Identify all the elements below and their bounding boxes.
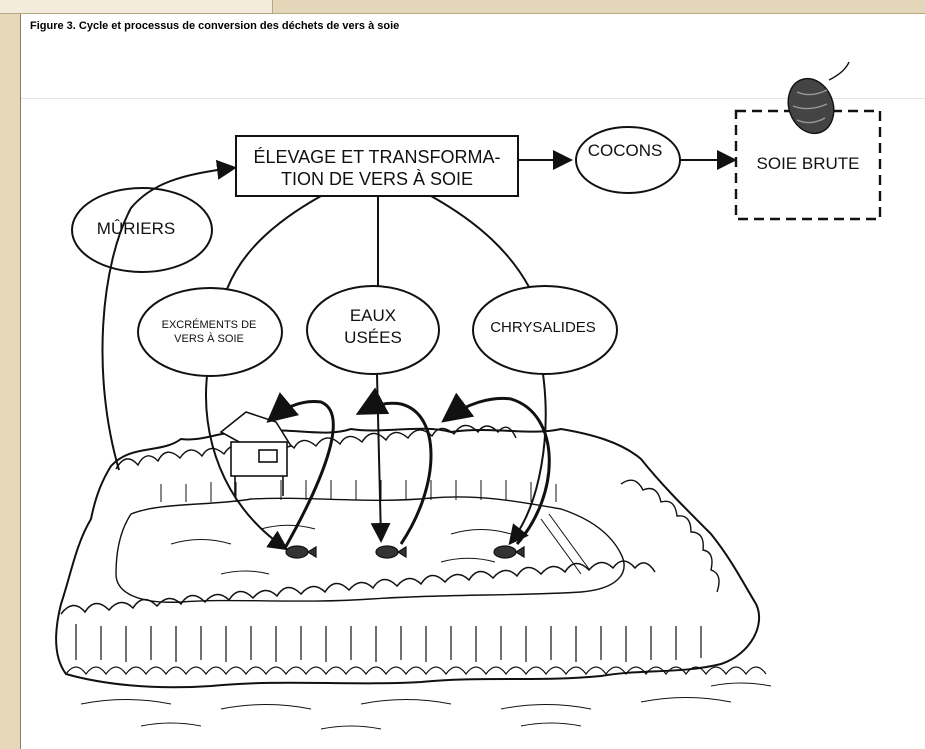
left-margin-strip: [0, 14, 21, 749]
excrements-label-2: VERS À SOIE: [174, 332, 244, 345]
eaux-usees-node: [306, 285, 440, 375]
figure-divider: [21, 98, 925, 99]
fish-icon: [285, 545, 317, 559]
cocoon-icon: [787, 61, 850, 135]
chrysalides-node: [472, 285, 618, 375]
muriers-label: MÛRIERS: [97, 219, 175, 238]
muriers-node: [71, 187, 213, 273]
fish-icon: [493, 545, 525, 559]
top-panel: [0, 0, 925, 14]
cocons-label: COCONS: [588, 141, 663, 160]
fish-icon: [375, 545, 407, 559]
excrements-node: [137, 287, 283, 377]
diagram: ÉLEVAGE ET TRANSFORMA- TION DE VERS À SO…: [55, 61, 882, 730]
figure-title: Figure 3. Cycle et processus de conversi…: [30, 20, 400, 32]
excrements-label-1: EXCRÉMENTS DE: [162, 318, 257, 331]
center-process-box: [235, 135, 519, 197]
figure: Figure 3. Cycle et processus de conversi…: [21, 14, 925, 749]
eaux-usees-label-1: EAUX: [350, 306, 396, 325]
eaux-usees-label-2: USÉES: [344, 328, 402, 347]
pond-landscape: [55, 424, 772, 730]
soie-brute-label: SOIE BRUTE: [757, 154, 860, 173]
flow-arrows: [101, 150, 737, 551]
cocons-node: [575, 126, 681, 194]
chrysalides-label: CHRYSALIDES: [490, 319, 596, 336]
center-box-line-1: ÉLEVAGE ET TRANSFORMA-: [253, 147, 500, 167]
house-icon: [219, 411, 293, 496]
center-box-line-2: TION DE VERS À SOIE: [281, 169, 473, 189]
top-panel-box: [0, 0, 273, 13]
